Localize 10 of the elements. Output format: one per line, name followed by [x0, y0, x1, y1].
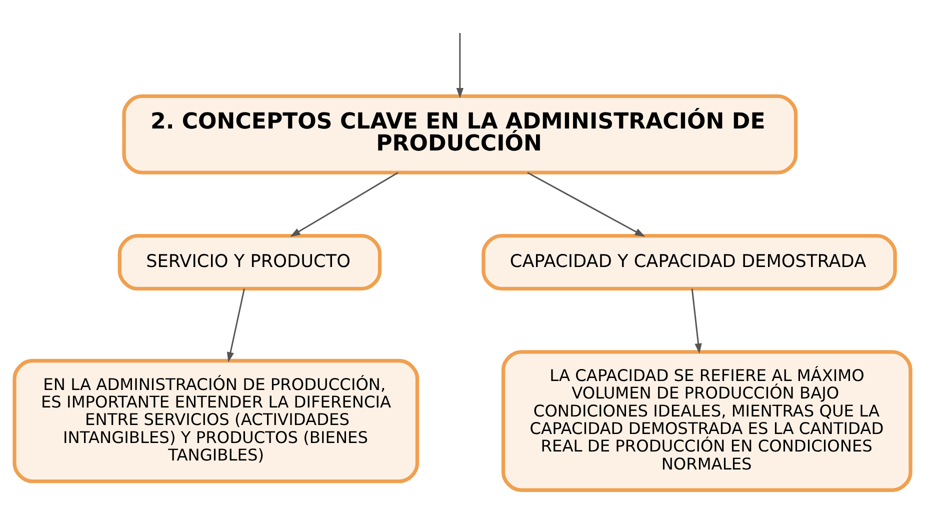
arrow [691, 288, 702, 354]
node-box: LA CAPACIDAD SE REFIERE AL MÁXIMO VOLUMEN DE PRODUCCIÓN BAJO CONDICIONES IDEALES, MIENTRAS QUE LA CAPACIDAD DEMOSTRADA ES LA CANTIDAD REAL DE PRODUCCIÓN EN CONDICIONES NORMALES [501, 350, 912, 492]
node-box: 2. CONCEPTOS CLAVE EN LA ADMINISTRACIÓN DE PRODUCCIÓN [122, 94, 798, 174]
arrow [456, 32, 464, 98]
node-box: SERVICIO Y PRODUCTO [118, 233, 382, 290]
node-box: CAPACIDAD Y CAPACIDAD DEMOSTRADA [482, 233, 897, 290]
arrow [290, 172, 398, 236]
node-box: EN LA ADMINISTRACIÓN DE PRODUCCIÓN, ES IMPORTANTE ENTENDER LA DIFERENCIA ENTRE SERVICIOS (ACTIVIDADES INTANGIBLES) Y PRODUCTOS (BIENES TANGIBLES) [12, 358, 420, 483]
arrow [527, 172, 646, 236]
arrow [226, 288, 245, 362]
